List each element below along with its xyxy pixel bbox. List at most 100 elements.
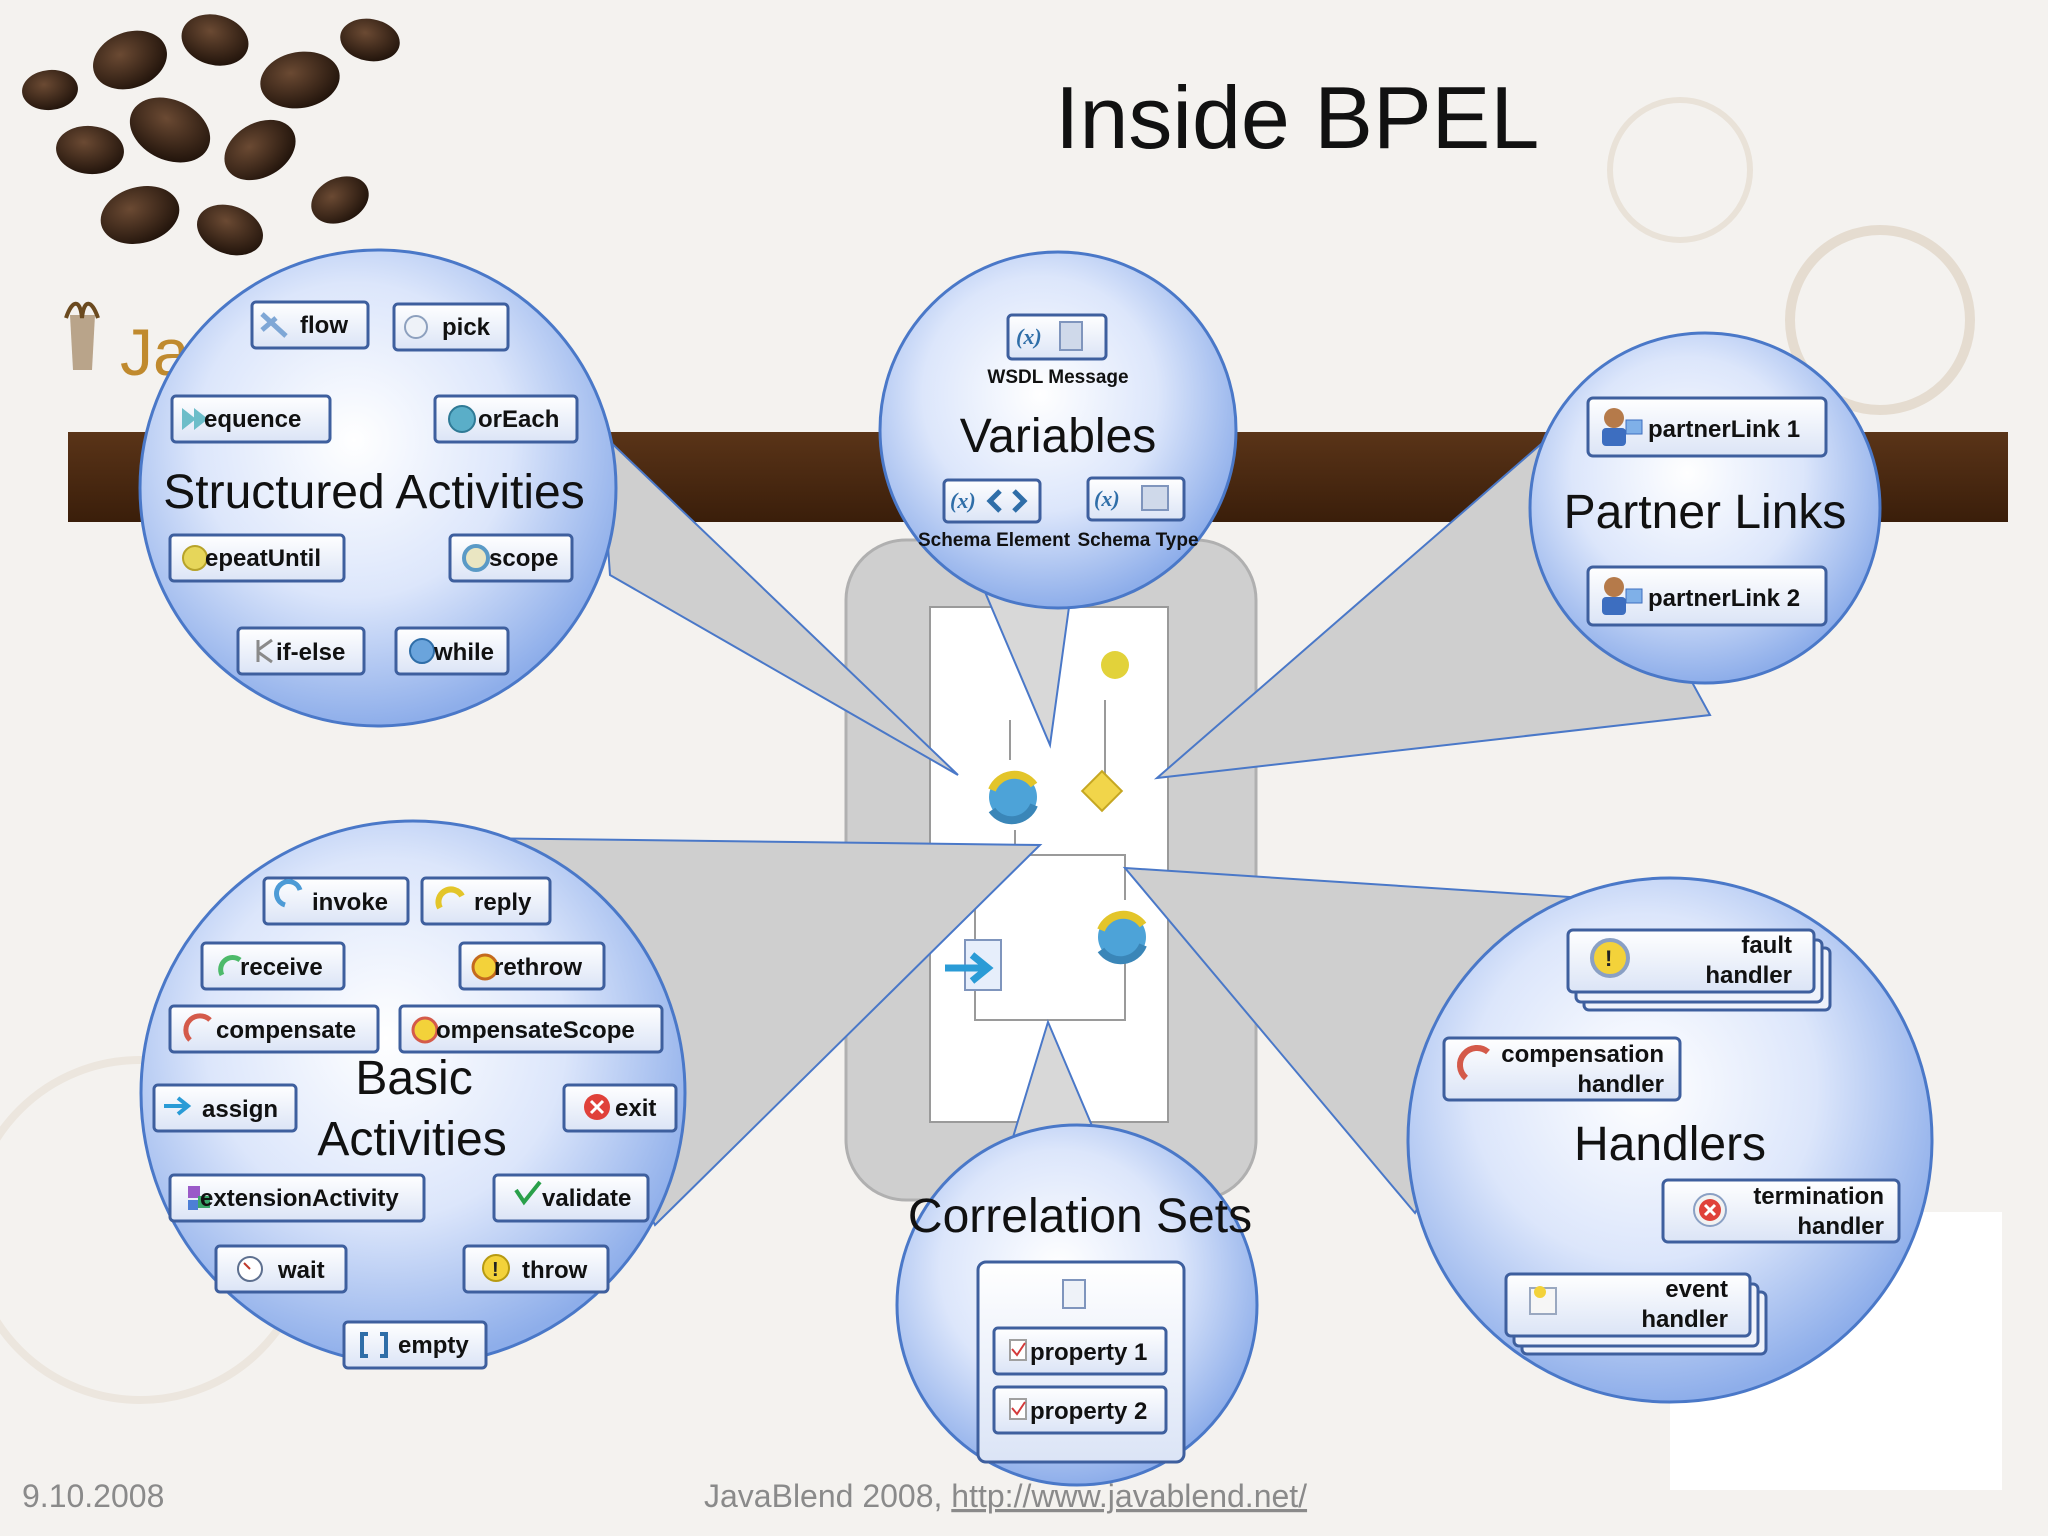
compensate-chip[interactable]: compensate [168, 1004, 380, 1054]
chip-label: validate [542, 1185, 631, 1212]
receive-chip[interactable]: receive [200, 941, 346, 991]
rethrow-chip[interactable]: rethrow [458, 941, 606, 991]
property-icon [1009, 1398, 1027, 1420]
schema-element-variable[interactable]: (x) [942, 478, 1042, 524]
chip-label: scope [489, 545, 558, 572]
handler-icon [1590, 938, 1630, 978]
chip-label: epeatUntil [205, 545, 321, 572]
chip-label: compensate [216, 1017, 356, 1044]
chip-label: handler [1705, 962, 1792, 989]
property-icon [1009, 1339, 1027, 1361]
pick-icon [404, 315, 428, 339]
chip-label: event [1665, 1276, 1728, 1303]
variable-icon: (x) [1094, 486, 1120, 511]
gear-icon [1101, 651, 1129, 679]
validate-icon [514, 1180, 542, 1206]
chip-label: partnerLink 2 [1648, 585, 1800, 612]
compensation-handler-chip[interactable]: compensation handler [1442, 1036, 1682, 1102]
structured-heading: Structured Activities [163, 466, 585, 519]
compensatescope-chip[interactable]: ompensateScope [398, 1004, 664, 1054]
variables-group: (x) WSDL Message Variables (x) (x) Schem… [918, 313, 1199, 551]
exit-chip[interactable]: exit [562, 1083, 678, 1133]
receive-icon [218, 955, 242, 977]
wsdl-message-variable[interactable]: (x) [1006, 313, 1108, 361]
property-icon [1062, 1279, 1086, 1309]
while-chip[interactable]: while [394, 626, 510, 676]
chip-label: handler [1577, 1071, 1664, 1098]
cup-ring-decoration [1785, 225, 1975, 415]
chip-label: while [433, 639, 494, 666]
repeat-icon [182, 545, 208, 571]
reply-chip[interactable]: reply [420, 876, 552, 926]
ifelse-chip[interactable]: if-else [236, 626, 366, 676]
event-handler-chip[interactable]: event handler [1504, 1272, 1768, 1356]
chip-label: orEach [478, 406, 559, 433]
empty-chip[interactable]: empty [342, 1320, 488, 1370]
foreach-chip[interactable]: orEach [433, 394, 579, 444]
decision-icon [1080, 769, 1124, 813]
chip-label: handler [1641, 1306, 1728, 1333]
property-1-chip[interactable]: property 1 [992, 1326, 1168, 1376]
chip-label: termination [1753, 1183, 1884, 1210]
flow-chip[interactable]: flow [250, 300, 370, 350]
partnerlink-2-chip[interactable]: partnerLink 2 [1586, 565, 1828, 627]
variable-icon: (x) [1016, 324, 1042, 349]
extension-icon [188, 1186, 210, 1210]
scope-chip[interactable]: scope [448, 533, 574, 583]
compensate-icon [411, 1016, 439, 1044]
partner-links-group: partnerLink 1 Partner Links partnerLink … [1564, 396, 1846, 627]
slide-title: Inside BPEL [1055, 68, 1539, 167]
validate-chip[interactable]: validate [492, 1173, 650, 1223]
wait-chip[interactable]: wait [214, 1244, 348, 1294]
correlation-sets-group: Correlation Sets property 1 property 2 [908, 1190, 1252, 1464]
correlation-heading: Correlation Sets [908, 1190, 1252, 1243]
variables-heading: Variables [960, 410, 1157, 463]
chip-label: equence [204, 406, 301, 433]
coffee-beans-image [22, 14, 400, 256]
schema-element-label: Schema Element [918, 530, 1071, 551]
chip-label: reply [474, 889, 532, 916]
termination-handler-chip[interactable]: termination handler [1661, 1178, 1901, 1244]
partnerlink-1-chip[interactable]: partnerLink 1 [1586, 396, 1828, 458]
throw-chip[interactable]: ! throw [462, 1244, 610, 1294]
schema-type-label: Schema Type [1077, 530, 1198, 551]
scope-icon [462, 544, 490, 572]
footer-link[interactable]: http://www.javablend.net/ [951, 1478, 1307, 1514]
ifelse-icon [256, 638, 273, 664]
footer-event-text: JavaBlend 2008, [704, 1478, 951, 1514]
repeatuntil-chip[interactable]: epeatUntil [168, 533, 346, 583]
sequence-chip[interactable]: equence [170, 394, 332, 444]
reply-icon [435, 886, 465, 910]
handlers-heading: Handlers [1574, 1118, 1766, 1171]
footer-date: 9.10.2008 [22, 1478, 164, 1514]
sequence-icon [182, 408, 208, 430]
compensate-icon [1457, 1045, 1490, 1081]
invoke-icon [274, 879, 303, 908]
property-2-chip[interactable]: property 2 [992, 1385, 1168, 1435]
chip-label: throw [522, 1257, 588, 1284]
empty-icon [360, 1332, 388, 1358]
chip-label: pick [442, 314, 491, 341]
chip-label: property 2 [1030, 1398, 1147, 1425]
while-icon [409, 638, 435, 664]
extensionactivity-chip[interactable]: extensionActivity [168, 1173, 426, 1223]
assign-chip[interactable]: assign [152, 1083, 298, 1133]
basic-heading-line1: Basic [355, 1052, 472, 1105]
loop-activity-icon [988, 770, 1038, 825]
fault-handler-chip[interactable]: ! fault handler [1566, 928, 1832, 1012]
pick-chip[interactable]: pick [392, 302, 510, 352]
schema-type-variable[interactable]: (x) [1086, 476, 1186, 522]
svg-text:!: ! [492, 1259, 499, 1281]
flow-icon [260, 312, 288, 338]
chip-label: assign [202, 1096, 278, 1123]
chip-label: handler [1797, 1213, 1884, 1240]
handlers-group: ! fault handler compensation handler Han… [1442, 928, 1901, 1356]
basic-activities-group: invoke reply receive rethrow compensate … [152, 876, 678, 1370]
invoke-chip[interactable]: invoke [262, 876, 410, 926]
chip-label: receive [240, 954, 323, 981]
footer-event: JavaBlend 2008, http://www.javablend.net… [704, 1478, 1307, 1514]
chip-label: exit [615, 1095, 656, 1122]
structured-activities-group: flow pick equence orEach epeatUntil scop… [163, 300, 585, 676]
chip-label: partnerLink 1 [1648, 416, 1800, 443]
